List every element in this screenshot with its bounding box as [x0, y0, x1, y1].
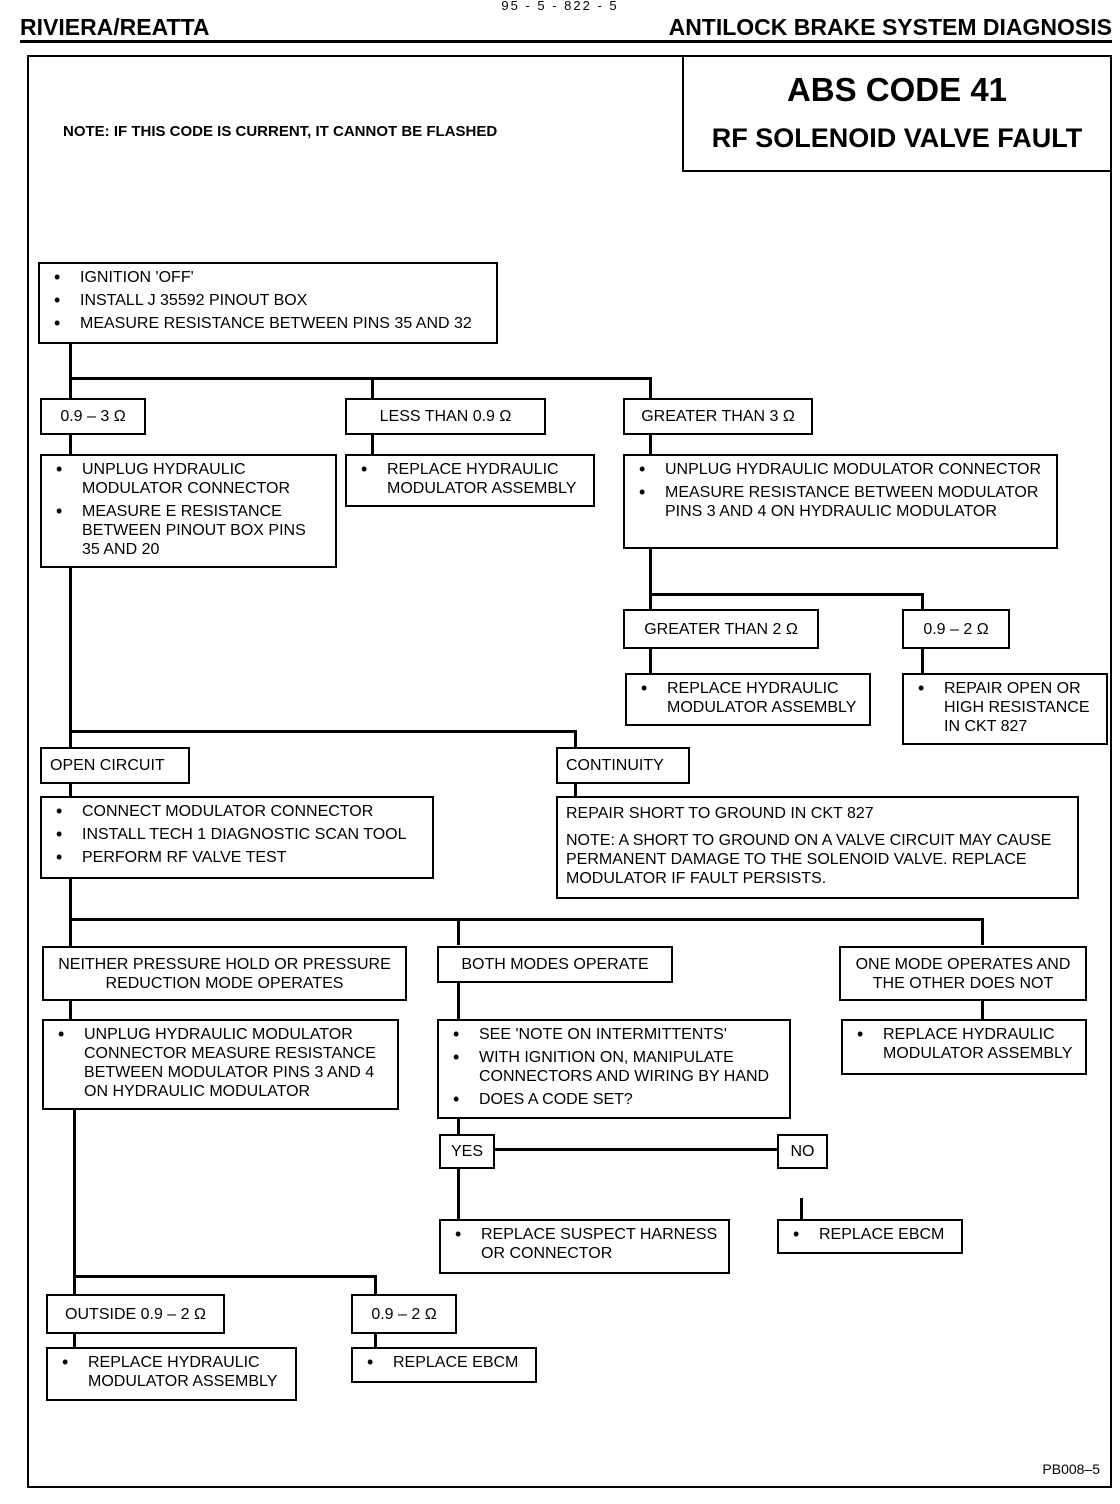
connector-line [457, 982, 460, 1020]
step-item: DOES A CODE SET? [447, 1090, 781, 1109]
step-replace-harness: REPLACE SUSPECT HARNESS OR CONNECTOR [439, 1219, 730, 1274]
repair-text: REPAIR SHORT TO GROUND IN CKT 827 [566, 805, 874, 822]
flash-note: NOTE: IF THIS CODE IS CURRENT, IT CANNOT… [63, 123, 498, 140]
answer-yes: YES [439, 1134, 495, 1169]
connector-line [457, 1167, 460, 1220]
connector-line [649, 377, 652, 400]
connector-line [981, 918, 984, 945]
code-title: ABS CODE 41 [786, 71, 1008, 108]
step-measure-modulator-pins: UNPLUG HYDRAULIC MODULATOR CONNECTOR MEA… [42, 1019, 399, 1110]
figure-code: PB008–5 [1042, 1461, 1100, 1477]
connector-line [69, 434, 72, 456]
result-label-open-circuit: OPEN CIRCUIT [40, 747, 190, 784]
result-label-neither-mode: NEITHER PRESSURE HOLD OR PRESSURE REDUCT… [42, 946, 407, 1001]
step-intermittent-check: SEE 'NOTE ON INTERMITTENTS' WITH IGNITIO… [437, 1019, 791, 1119]
connector-line [69, 783, 72, 798]
connector-line [371, 434, 374, 456]
step-item: PERFORM RF VALVE TEST [50, 848, 424, 867]
connector-line [649, 548, 652, 610]
step-item: UNPLUG HYDRAULIC MODULATOR CONNECTOR MEA… [52, 1025, 389, 1101]
result-label-both-modes: BOTH MODES OPERATE [437, 946, 673, 983]
step-item: IGNITION 'OFF' [48, 268, 488, 287]
result-label-greater-than-3: GREATER THAN 3 Ω [623, 398, 813, 435]
step-item: REPLACE EBCM [787, 1225, 953, 1244]
result-label-one-mode: ONE MODE OPERATES AND THE OTHER DOES NOT [839, 946, 1087, 1001]
result-label-greater-than-2: GREATER THAN 2 Ω [623, 609, 819, 649]
connector-line [69, 1000, 72, 1020]
connector-line [457, 1118, 460, 1135]
connector-line [73, 1109, 76, 1295]
connector-line [649, 434, 652, 456]
header-rule [20, 40, 1112, 43]
result-label-0.9-2: 0.9 – 2 Ω [351, 1294, 457, 1334]
connector-line [457, 918, 460, 945]
connector-line [800, 1198, 803, 1220]
damage-note: NOTE: A SHORT TO GROUND ON A VALVE CIRCU… [566, 832, 1052, 887]
step-item: REPAIR OPEN OR HIGH RESISTANCE IN CKT 82… [912, 679, 1098, 736]
step-item: SEE 'NOTE ON INTERMITTENTS' [447, 1025, 781, 1044]
result-label-0.9-3: 0.9 – 3 Ω [40, 398, 146, 435]
step-item: REPLACE SUSPECT HARNESS OR CONNECTOR [449, 1225, 720, 1263]
connector-line [374, 1275, 377, 1295]
step-replace-ebcm: REPLACE EBCM [777, 1219, 963, 1254]
answer-no: NO [777, 1134, 828, 1169]
step-repair-open-circuit: REPAIR OPEN OR HIGH RESISTANCE IN CKT 82… [902, 673, 1108, 745]
connector-line [649, 648, 652, 674]
step-item: REPLACE HYDRAULIC MODULATOR ASSEMBLY [635, 679, 861, 717]
step-item: REPLACE HYDRAULIC MODULATOR ASSEMBLY [355, 460, 585, 498]
title-box: ABS CODE 41 RF SOLENOID VALVE FAULT [682, 55, 1112, 172]
step-replace-modulator: REPLACE HYDRAULIC MODULATOR ASSEMBLY [345, 454, 595, 507]
connector-line [374, 1333, 377, 1349]
result-label-less-than-0.9: LESS THAN 0.9 Ω [345, 398, 546, 435]
step-replace-modulator: REPLACE HYDRAULIC MODULATOR ASSEMBLY [625, 673, 871, 726]
step-item: REPLACE EBCM [361, 1353, 527, 1372]
connector-line [371, 377, 374, 400]
connector-line [69, 377, 652, 380]
connector-line [921, 648, 924, 674]
connector-line [73, 1333, 76, 1349]
connector-line [574, 730, 577, 748]
step-replace-modulator: REPLACE HYDRAULIC MODULATOR ASSEMBLY [841, 1019, 1087, 1075]
step-item: MEASURE RESISTANCE BETWEEN MODULATOR PIN… [633, 483, 1048, 521]
step-item: MEASURE RESISTANCE BETWEEN PINS 35 AND 3… [48, 314, 488, 333]
connector-line [69, 918, 984, 921]
connector-line [981, 1000, 984, 1020]
step-item: CONNECT MODULATOR CONNECTOR [50, 802, 424, 821]
step-item: INSTALL TECH 1 DIAGNOSTIC SCAN TOOL [50, 825, 424, 844]
connector-line [73, 1275, 377, 1278]
step-item: INSTALL J 35592 PINOUT BOX [48, 291, 488, 310]
step-item: REPLACE HYDRAULIC MODULATOR ASSEMBLY [56, 1353, 287, 1391]
step-replace-ebcm: REPLACE EBCM [351, 1347, 537, 1383]
code-subtitle: RF SOLENOID VALVE FAULT [711, 123, 1083, 153]
result-label-outside-0.9-2: OUTSIDE 0.9 – 2 Ω [46, 1294, 225, 1334]
step-item: UNPLUG HYDRAULIC MODULATOR CONNECTOR [633, 460, 1048, 479]
step-replace-modulator: REPLACE HYDRAULIC MODULATOR ASSEMBLY [46, 1347, 297, 1401]
step-item: MEASURE E RESISTANCE BETWEEN PINOUT BOX … [50, 502, 327, 559]
connector-line [69, 343, 72, 400]
result-label-0.9-2: 0.9 – 2 Ω [902, 609, 1010, 649]
connector-line [574, 783, 577, 798]
diagram-frame [27, 55, 1112, 1488]
connector-line [457, 1148, 803, 1151]
header-section: ANTILOCK BRAKE SYSTEM DIAGNOSIS [668, 14, 1112, 40]
connector-line [69, 878, 72, 948]
step-repair-short: REPAIR SHORT TO GROUND IN CKT 827 NOTE: … [556, 796, 1079, 899]
step-item: REPLACE HYDRAULIC MODULATOR ASSEMBLY [851, 1025, 1077, 1063]
connector-line [649, 593, 924, 596]
header-model: RIVIERA/REATTA [20, 14, 210, 40]
connector-line [69, 730, 577, 733]
result-label-continuity: CONTINUITY [556, 747, 690, 784]
page-number: 95 - 5 - 822 - 5 [501, 0, 619, 13]
step-initial-check: IGNITION 'OFF' INSTALL J 35592 PINOUT BO… [38, 262, 498, 344]
step-unplug-measure: UNPLUG HYDRAULIC MODULATOR CONNECTOR MEA… [40, 454, 337, 568]
step-measure-modulator-pins: UNPLUG HYDRAULIC MODULATOR CONNECTOR MEA… [623, 454, 1058, 549]
step-item: UNPLUG HYDRAULIC MODULATOR CONNECTOR [50, 460, 327, 498]
step-rf-valve-test: CONNECT MODULATOR CONNECTOR INSTALL TECH… [40, 796, 434, 879]
step-item: WITH IGNITION ON, MANIPULATE CONNECTORS … [447, 1048, 781, 1086]
connector-line [921, 593, 924, 610]
connector-line [69, 567, 72, 748]
